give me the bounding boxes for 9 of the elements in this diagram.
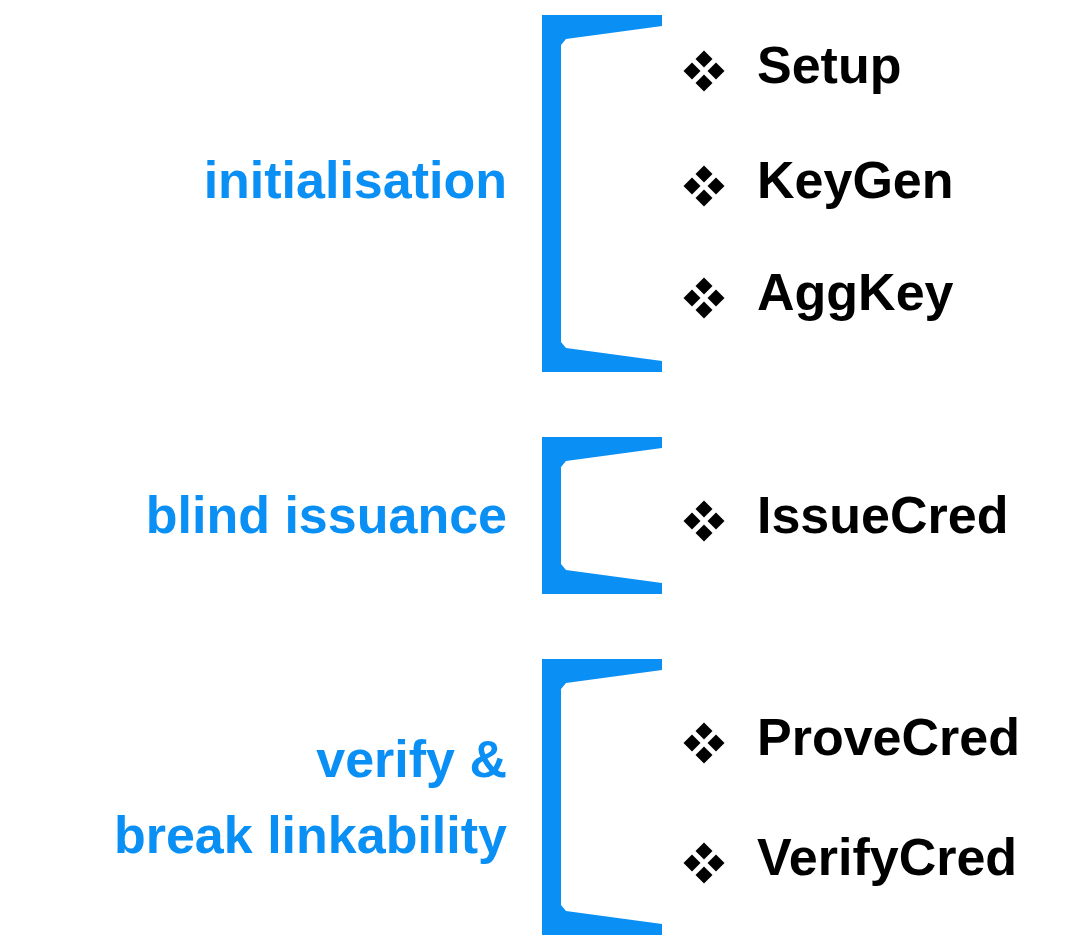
step-name: VerifyCred	[757, 827, 1018, 888]
group-heading: initialisation	[203, 150, 507, 211]
group-heading: verify & break linkability	[113, 729, 507, 866]
step-name: IssueCred	[757, 485, 1009, 546]
step-name: Setup	[757, 35, 902, 96]
step-name: AggKey	[757, 262, 954, 323]
step-name: ProveCred	[757, 707, 1020, 768]
group-heading: blind issuance	[145, 485, 507, 546]
step-name: KeyGen	[757, 150, 954, 211]
